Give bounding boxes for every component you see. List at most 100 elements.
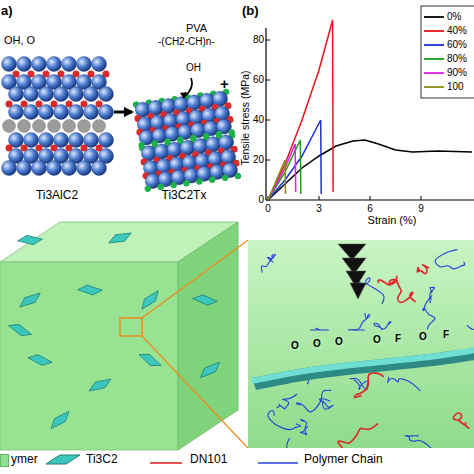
polymer-chain	[261, 254, 275, 272]
polymer-chain	[350, 378, 369, 389]
al-atom	[3, 120, 16, 133]
al-atom	[93, 120, 106, 133]
ti-atom	[54, 105, 69, 120]
polymer-chain	[268, 410, 301, 429]
legend-line	[424, 86, 444, 88]
legend-label: 60%	[447, 39, 467, 50]
ti-atom	[92, 57, 107, 72]
zoom-box	[120, 318, 142, 336]
structure-node: Ti3AlC2	[0, 52, 114, 202]
legend-label: DN101	[190, 453, 227, 466]
structure-label: Ti3C2Tx	[162, 189, 207, 202]
ti3c2-flake	[197, 361, 222, 378]
ti3c2-flake	[17, 234, 42, 246]
legend-label: 100	[447, 81, 464, 92]
ti-atom	[84, 87, 99, 102]
dn101-chain	[378, 276, 397, 285]
ti-atom	[99, 87, 114, 102]
surface-group: OH, O	[4, 34, 35, 46]
ti3c2-flake	[138, 290, 162, 310]
ti3c2-flake	[17, 292, 42, 308]
polymer-chain	[310, 328, 328, 330]
ti-atom	[2, 161, 17, 176]
ti-atom	[9, 87, 24, 102]
tick-label: 0	[265, 203, 271, 214]
legend-swatch	[0, 454, 9, 467]
t-atom	[183, 180, 190, 187]
polymer-chain	[287, 438, 305, 448]
ti-atom	[47, 57, 62, 72]
polymer-chain	[387, 377, 420, 391]
ti3c2-flake	[8, 320, 32, 340]
t-atom	[196, 178, 203, 185]
tick-label: 6	[367, 203, 373, 214]
reaction-arrow	[114, 111, 132, 114]
polymer-chain	[374, 322, 391, 330]
legend-wave	[150, 462, 182, 464]
tick-label: 9	[418, 203, 424, 214]
polymer-chain	[429, 287, 434, 302]
ti-atom	[39, 105, 54, 120]
ti3c2-flake	[48, 411, 73, 430]
t-atom	[209, 176, 216, 183]
legend-label: Ti3C2	[86, 453, 118, 466]
ti-atom	[32, 161, 47, 176]
polymer-chain	[435, 250, 465, 269]
ti-atom	[77, 57, 92, 72]
polymer-chain	[348, 313, 370, 330]
t-atom	[234, 172, 241, 179]
ti3c2-flake	[107, 232, 132, 244]
legend-line	[424, 72, 444, 74]
ti3c2-flake	[77, 283, 102, 297]
legend-label: 90%	[447, 67, 467, 78]
ti-atom	[54, 87, 69, 102]
y-axis	[265, 28, 266, 200]
atom-label: O	[312, 338, 322, 349]
structure-node: Ti3C2Tx	[132, 52, 236, 202]
ti-atom	[69, 87, 84, 102]
flake-top	[252, 347, 474, 384]
tick	[266, 120, 270, 121]
atom-label: O	[334, 336, 344, 347]
legend-flake	[46, 455, 80, 464]
ti-atom	[62, 57, 77, 72]
ti-atom	[17, 57, 32, 72]
panel-letter: a)	[1, 4, 13, 18]
stress-curve	[268, 140, 472, 200]
al-atom	[18, 120, 31, 133]
ti-atom	[9, 105, 24, 120]
tick-label: 20	[253, 154, 264, 165]
ti-atom	[24, 87, 39, 102]
panel-letter: (b)	[242, 4, 259, 18]
tick-label: 60	[253, 74, 264, 85]
ti-atom	[39, 87, 54, 102]
legend-wave	[258, 462, 298, 464]
ti3c2tx-structure	[132, 88, 242, 192]
tick	[266, 80, 270, 81]
legend-line	[424, 16, 444, 18]
dn101-chain	[338, 424, 378, 448]
plus-sign: +	[220, 76, 229, 93]
cube-side	[178, 222, 238, 450]
al-atom	[33, 120, 46, 133]
legend-label: 40%	[447, 25, 467, 36]
tick	[370, 196, 371, 200]
t-atom	[170, 182, 177, 189]
stress-curve	[268, 160, 286, 200]
al-atom	[63, 120, 76, 133]
legend-line	[424, 58, 444, 60]
ti-atom	[2, 57, 17, 72]
tick-label: 3	[316, 203, 322, 214]
tick	[319, 196, 320, 200]
dn101-chain	[417, 265, 429, 274]
ti3c2-flake	[27, 351, 52, 368]
ti-atom	[99, 105, 114, 120]
atom-label: O	[290, 340, 300, 351]
ti-atom	[69, 105, 84, 120]
polymer-chain	[467, 319, 474, 330]
polymer-chain	[276, 394, 296, 409]
